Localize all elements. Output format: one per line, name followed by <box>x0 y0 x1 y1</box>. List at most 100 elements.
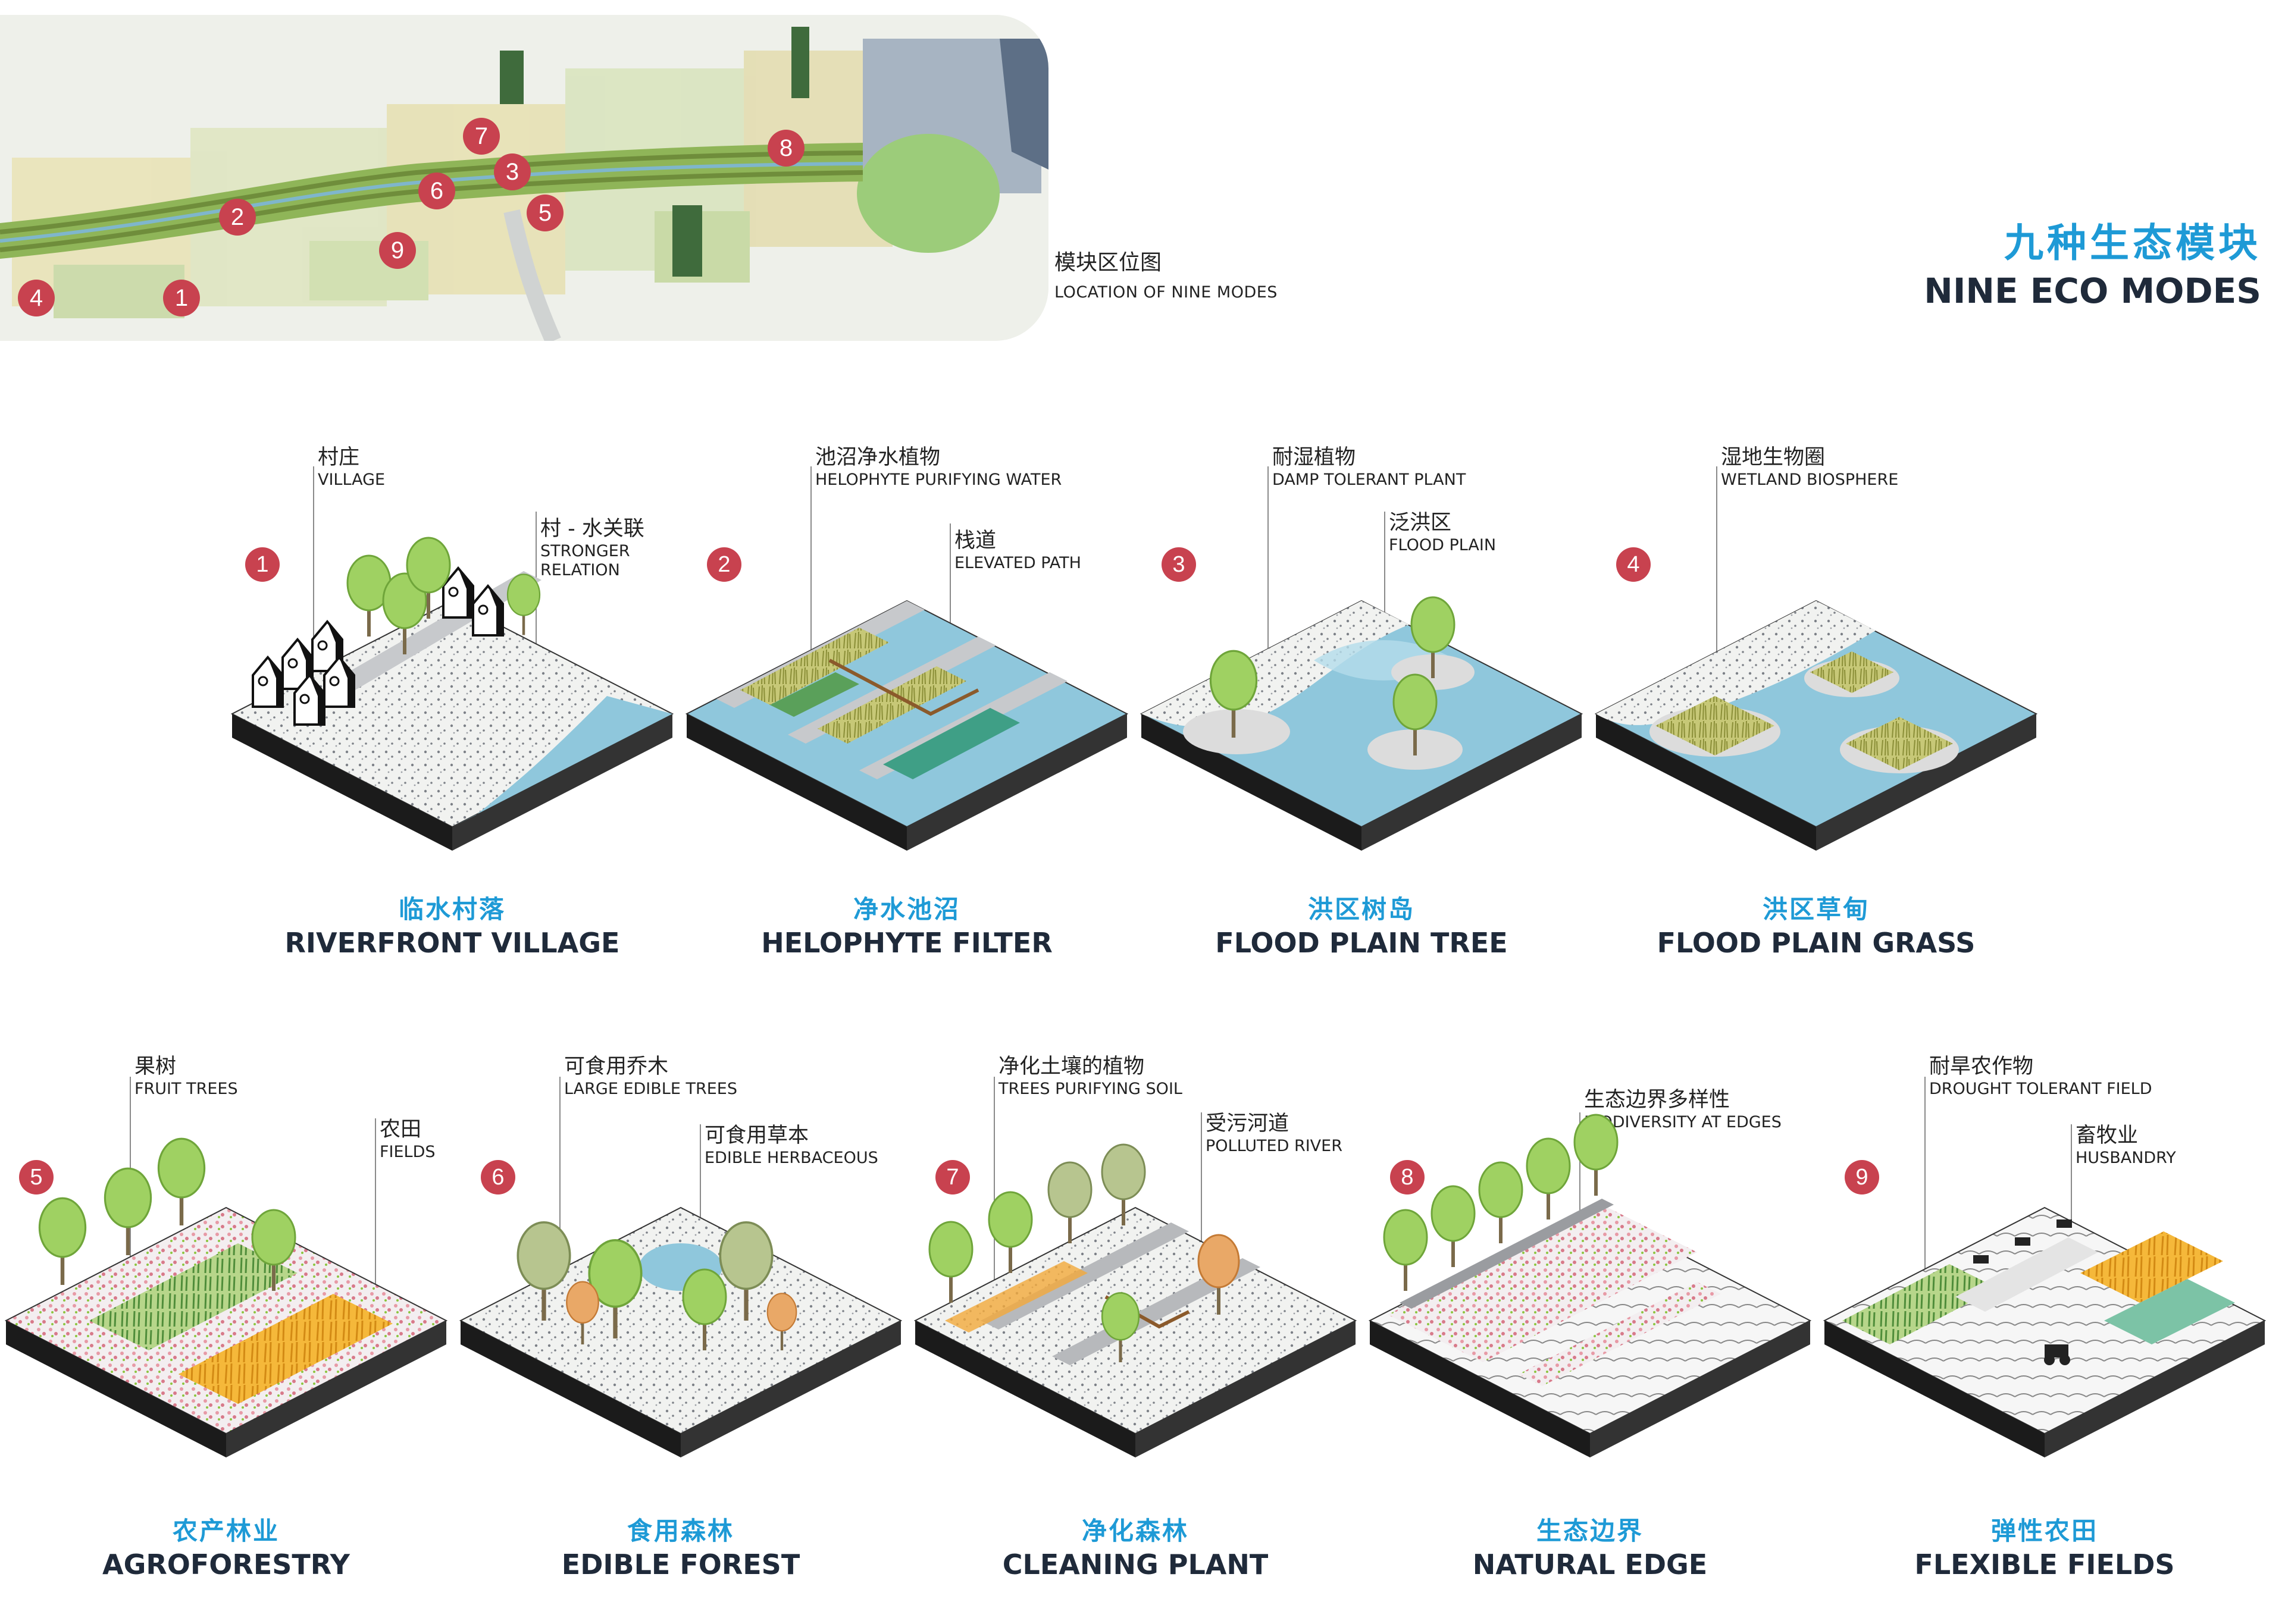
module-title-en: NATURAL EDGE <box>1472 1548 1708 1581</box>
module-title-en: FLEXIBLE FIELDS <box>1914 1548 2175 1581</box>
annotation-en: LARGE EDIBLE TREES <box>564 1080 737 1098</box>
map-pin-1[interactable]: 1 <box>163 280 200 316</box>
annotation-polluted: 受污河道 POLLUTED RIVER <box>1206 1106 1342 1156</box>
module-title: 食用森林 EDIBLE FOREST <box>455 1511 907 1581</box>
map-pin-3[interactable]: 3 <box>494 153 531 190</box>
annotation-village: 村庄 VILLAGE <box>318 440 385 490</box>
module-number: 2 <box>707 547 741 582</box>
module-9: 9 耐旱农作物 DROUGHT TOLERANT FIELD 畜牧业 HUSBA… <box>1818 1041 2271 1624</box>
module-title-cn: 生态边界 <box>1536 1516 1644 1545</box>
module-6: 6 可食用乔木 LARGE EDIBLE TREES 可食用草本 EDIBLE … <box>455 1041 907 1624</box>
annotation-fields: 农田 FIELDS <box>380 1112 436 1162</box>
natural-edge-block <box>1368 1114 1812 1457</box>
module-title-en: FLOOD PLAIN GRASS <box>1657 927 1976 959</box>
annotation-path: 栈道 ELEVATED PATH <box>954 523 1081 573</box>
flood-plain-grass-block <box>1594 600 2038 851</box>
module-1: 1 村庄 VILLAGE 村 - 水关联 STRONGER RELATION 临… <box>226 434 678 1017</box>
module-title-cn: 净化森林 <box>1081 1516 1189 1545</box>
module-title-cn: 洪区树岛 <box>1307 895 1415 924</box>
map-pin-5[interactable]: 5 <box>527 195 564 231</box>
annotation-en: TREES PURIFYING SOIL <box>998 1080 1182 1098</box>
module-title: 洪区草甸 FLOOD PLAIN GRASS <box>1590 889 2042 959</box>
annotation-cn: 耐湿植物 <box>1272 446 1356 469</box>
module-5: 5 果树 FRUIT TREES 农田 FIELDS 农产林业 AGROFORE… <box>0 1041 452 1624</box>
annotation-en: WETLAND BIOSPHERE <box>1721 471 1899 489</box>
annotation-helophyte: 池沼净水植物 HELOPHYTE PURIFYING WATER <box>815 440 1062 490</box>
module-number: 5 <box>19 1160 54 1195</box>
annotation-damp: 耐湿植物 DAMP TOLERANT PLANT <box>1272 440 1466 490</box>
annotation-cn: 耐旱农作物 <box>1929 1055 2034 1079</box>
map-pin-8[interactable]: 8 <box>768 130 805 167</box>
annotation-en: FLOOD PLAIN <box>1389 536 1497 554</box>
annotation-cn: 受污河道 <box>1206 1112 1289 1136</box>
module-8: 8 生态边界多样性 BIODIVERSITY AT EDGES 生态边界 NAT… <box>1364 1041 1816 1624</box>
annotation-herbaceous: 可食用草本 EDIBLE HERBACEOUS <box>705 1118 878 1168</box>
module-number: 3 <box>1162 547 1196 582</box>
annotation-cn: 村 - 水关联 <box>540 517 644 541</box>
module-4: 4 湿地生物圈 WETLAND BIOSPHERE 洪区草甸 FLOOD PLA… <box>1590 434 2042 1017</box>
page-title-en: NINE ECO MODES <box>1924 271 2261 311</box>
map-pin-4[interactable]: 4 <box>18 280 55 316</box>
annotation-cn: 农田 <box>380 1118 422 1142</box>
annotation-purifying: 净化土壤的植物 TREES PURIFYING SOIL <box>998 1049 1182 1099</box>
leader-line <box>1579 1112 1580 1291</box>
annotation-wetland: 湿地生物圈 WETLAND BIOSPHERE <box>1721 440 1898 490</box>
module-number: 1 <box>245 547 280 582</box>
map-pin-2[interactable]: 2 <box>219 199 256 236</box>
annotation-cn: 畜牧业 <box>2076 1124 2139 1148</box>
module-title-cn: 临水村落 <box>398 895 506 924</box>
module-number: 8 <box>1390 1160 1425 1195</box>
riverfront-village-block <box>230 537 674 851</box>
module-title: 洪区树岛 FLOOD PLAIN TREE <box>1135 889 1588 959</box>
leader-line <box>810 466 812 681</box>
annotation-en: POLLUTED RIVER <box>1206 1137 1342 1155</box>
leader-line <box>559 1077 561 1291</box>
annotation-en: DAMP TOLERANT PLANT <box>1272 471 1466 489</box>
module-title: 农产林业 AGROFORESTRY <box>0 1511 452 1581</box>
leader-line <box>375 1118 376 1321</box>
module-title: 弹性农田 FLEXIBLE FIELDS <box>1818 1511 2271 1581</box>
module-number: 7 <box>935 1160 970 1195</box>
page-title-cn: 九种生态模块 <box>2004 220 2261 266</box>
annotation-en: ELEVATED PATH <box>954 554 1081 572</box>
page-title: 九种生态模块 NINE ECO MODES <box>1749 211 2285 311</box>
module-title-cn: 食用森林 <box>627 1516 734 1545</box>
helophyte-filter-block <box>685 600 1129 851</box>
module-3: 3 耐湿植物 DAMP TOLERANT PLANT 泛洪区 FLOOD PLA… <box>1135 434 1588 1017</box>
annotation-floodplain: 泛洪区 FLOOD PLAIN <box>1389 506 1496 555</box>
map-pin-9[interactable]: 9 <box>379 232 416 269</box>
annotation-edible-trees: 可食用乔木 LARGE EDIBLE TREES <box>564 1049 737 1099</box>
annotation-fruit: 果树 FRUIT TREES <box>134 1049 238 1099</box>
leader-line <box>1716 466 1717 716</box>
annotation-cn: 泛洪区 <box>1389 511 1452 535</box>
module-title-en: RIVERFRONT VILLAGE <box>284 927 620 959</box>
module-title-en: CLEANING PLANT <box>1002 1548 1269 1581</box>
annotation-cn: 净化土壤的植物 <box>998 1055 1145 1079</box>
annotation-en: VILLAGE <box>318 471 386 489</box>
module-title: 净化森林 CLEANING PLANT <box>909 1511 1361 1581</box>
module-title-en: EDIBLE FOREST <box>561 1548 800 1581</box>
leader-line <box>994 1077 995 1297</box>
annotation-cn: 生态边界多样性 <box>1584 1088 1730 1112</box>
agroforestry-block <box>4 1137 448 1457</box>
module-2: 2 池沼净水植物 HELOPHYTE PURIFYING WATER 栈道 EL… <box>681 434 1133 1017</box>
annotation-en: FIELDS <box>380 1143 436 1161</box>
map-pin-7[interactable]: 7 <box>463 118 500 155</box>
leader-line <box>1924 1077 1926 1315</box>
map-pin-6[interactable]: 6 <box>418 173 455 209</box>
annotation-cn: 栈道 <box>954 529 997 553</box>
edible-forest-block <box>459 1206 903 1457</box>
annotation-drought: 耐旱农作物 DROUGHT TOLERANT FIELD <box>1929 1049 2152 1099</box>
annotation-cn: 可食用乔木 <box>564 1055 669 1079</box>
module-7: 7 净化土壤的植物 TREES PURIFYING SOIL 受污河道 POLL… <box>909 1041 1361 1624</box>
module-number: 6 <box>481 1160 515 1195</box>
annotation-biodiversity: 生态边界多样性 BIODIVERSITY AT EDGES <box>1584 1083 1782 1132</box>
map-caption: 模块区位图 LOCATION OF NINE MODES <box>1054 245 1278 302</box>
annotation-en: DROUGHT TOLERANT FIELD <box>1929 1080 2152 1098</box>
annotation-en: HUSBANDRY <box>2076 1149 2176 1167</box>
annotation-cn: 村庄 <box>318 446 360 469</box>
module-title-cn: 农产林业 <box>172 1516 280 1545</box>
module-title-en: FLOOD PLAIN TREE <box>1215 927 1508 959</box>
module-title-en: HELOPHYTE FILTER <box>761 927 1053 959</box>
module-title: 净水池沼 HELOPHYTE FILTER <box>681 889 1133 959</box>
